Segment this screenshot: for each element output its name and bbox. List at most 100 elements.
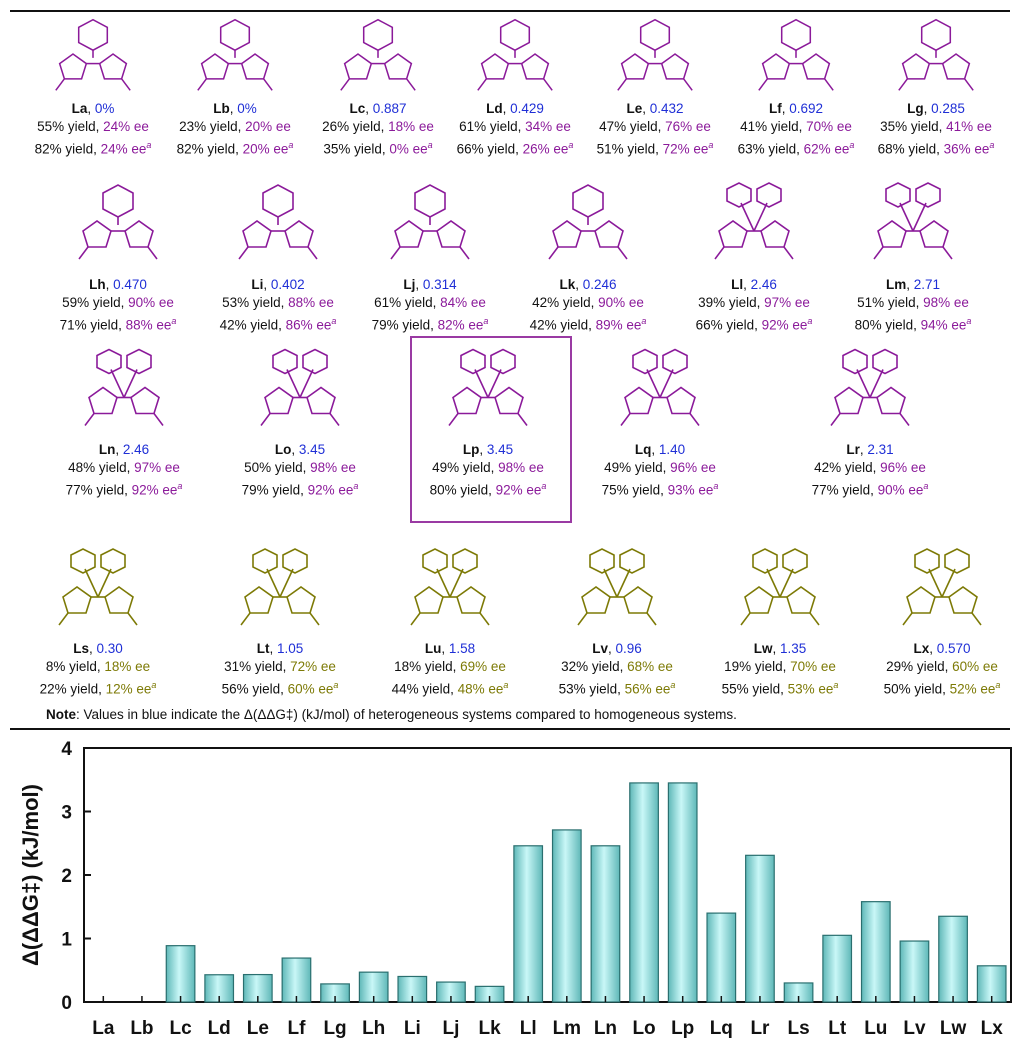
x-tick-label: Lu [864,1018,887,1039]
ligand-caption: Lr, 2.31 [846,442,894,457]
x-tick-label: Lk [478,1018,501,1039]
ligand-caption: Lt, 1.05 [256,641,304,656]
ligand-name: Lk [559,277,576,292]
ligand-value: 2.31 [867,442,894,457]
bar-Lw [938,915,968,1003]
ligand-name: Lf [768,101,782,116]
yield-ee-line-2: 79% yield, 82% eea [371,316,489,333]
ligand-structure [740,548,820,626]
note-text: : Values in blue indicate the Δ(ΔΔG‡) (k… [76,707,737,722]
ligand-structure [548,184,628,260]
ligand-value: 0.432 [649,101,684,116]
yield-ee-line-2: 71% yield, 88% eea [59,316,177,333]
ligand-name: Lr [846,442,860,457]
ligand-value: 0.692 [789,101,824,116]
yield-ee-line-2: 68% yield, 36% eea [877,140,995,157]
ligand-structure [714,182,794,260]
ligand-name: Lg [907,101,924,116]
ligand-value: 0% [94,101,115,116]
x-tick-label: Lp [671,1018,694,1039]
ligand-value: 2.71 [913,277,941,292]
ligand-caption: Lg, 0.285 [907,101,965,116]
bar-Ll [513,845,544,1003]
yield-ee-line-2: 80% yield, 92% eea [429,481,547,498]
mid-rule [10,728,1010,730]
ligand-value: 3.45 [486,442,514,457]
ligand-caption: Lk, 0.246 [559,277,617,292]
ligand-caption: Lm, 2.71 [885,277,941,292]
ligand-structure [902,548,982,626]
ligand-name: Ll [731,277,744,292]
yield-ee-line-2: 77% yield, 90% eea [811,481,929,498]
x-tick-label: Lv [903,1018,926,1039]
x-tick-label: Ld [208,1018,231,1039]
ligand-caption: Ld, 0.429 [486,101,544,116]
ligand-caption: Lj, 0.314 [403,277,457,292]
yield-ee-line-1: 49% yield, 98% ee [432,460,544,475]
ligand-name: Lq [634,442,652,457]
yield-ee-line-2: 56% yield, 60% eea [221,680,339,697]
bar-Lv [899,940,930,1003]
ligand-name: Ls [73,641,89,656]
ligand-name: Lm [885,277,907,292]
ligand-structure [758,18,834,91]
ligand-structure [620,348,700,426]
x-tick-label: Ll [520,1018,537,1039]
ligand-structure [577,548,657,626]
yield-ee-line-2: 55% yield, 53% eea [721,680,839,697]
ligand-caption: Lq, 1.40 [634,442,686,457]
ligand-caption: Lc, 0.887 [349,101,407,116]
ligand-caption: Le, 0.432 [626,101,684,116]
yield-ee-line-2: 51% yield, 72% eea [596,140,714,157]
yield-ee-line-1: 59% yield, 90% ee [62,295,174,310]
ligand-name: Lw [753,641,773,656]
ligand-caption: Lw, 1.35 [753,641,807,656]
yield-ee-line-2: 50% yield, 52% eea [883,680,1001,697]
ligand-structure [240,548,320,626]
ligand-name: Li [251,277,264,292]
yield-ee-line-1: 50% yield, 98% ee [244,460,356,475]
x-tick-label: Li [404,1018,421,1039]
ligand-name: Lh [89,277,106,292]
ligand-value: 0.429 [510,101,544,116]
x-tick-label: Lt [828,1018,847,1039]
ligand-name: Lc [349,101,366,116]
yield-ee-line-1: 55% yield, 24% ee [37,119,149,134]
y-axis-label: Δ(ΔΔG‡) (kJ/mol) [18,784,43,966]
ligand-structure [238,184,318,260]
yield-ee-line-1: 18% yield, 69% ee [394,659,506,674]
x-tick-label: Le [247,1018,269,1039]
yield-ee-line-1: 29% yield, 60% ee [886,659,998,674]
yield-ee-line-1: 42% yield, 90% ee [532,295,644,310]
ligand-value: 2.46 [122,442,150,457]
note-label: Note [46,707,76,722]
bar-Lq [706,912,737,1003]
ligand-caption: Lv, 0.96 [592,641,642,656]
yield-ee-line-2: 63% yield, 62% eea [737,140,855,157]
ligand-caption: Lu, 1.58 [424,641,476,656]
yield-ee-line-1: 48% yield, 97% ee [68,460,180,475]
x-tick-label: Lh [362,1018,385,1039]
ligand-caption: Li, 0.402 [251,277,305,292]
yield-ee-line-2: 22% yield, 12% eea [39,680,157,697]
yield-ee-line-1: 49% yield, 96% ee [604,460,716,475]
top-rule [10,10,1010,12]
ligand-caption: Lf, 0.692 [768,101,824,116]
yield-ee-line-2: 42% yield, 86% eea [219,316,337,333]
yield-ee-line-1: 26% yield, 18% ee [322,119,434,134]
ligand-caption: Lh, 0.470 [89,277,147,292]
ligand-value: 3.45 [298,442,326,457]
yield-ee-line-1: 53% yield, 88% ee [222,295,334,310]
ligand-caption: Lx, 0.570 [913,641,971,656]
x-tick-label: Lq [710,1018,733,1039]
ligand-value: 0.314 [422,277,457,292]
x-tick-label: Lj [442,1018,459,1039]
ligand-value: 1.58 [448,641,476,656]
yield-ee-line-1: 51% yield, 98% ee [857,295,969,310]
ligand-structure [197,18,273,91]
ligand-structure [477,18,553,91]
